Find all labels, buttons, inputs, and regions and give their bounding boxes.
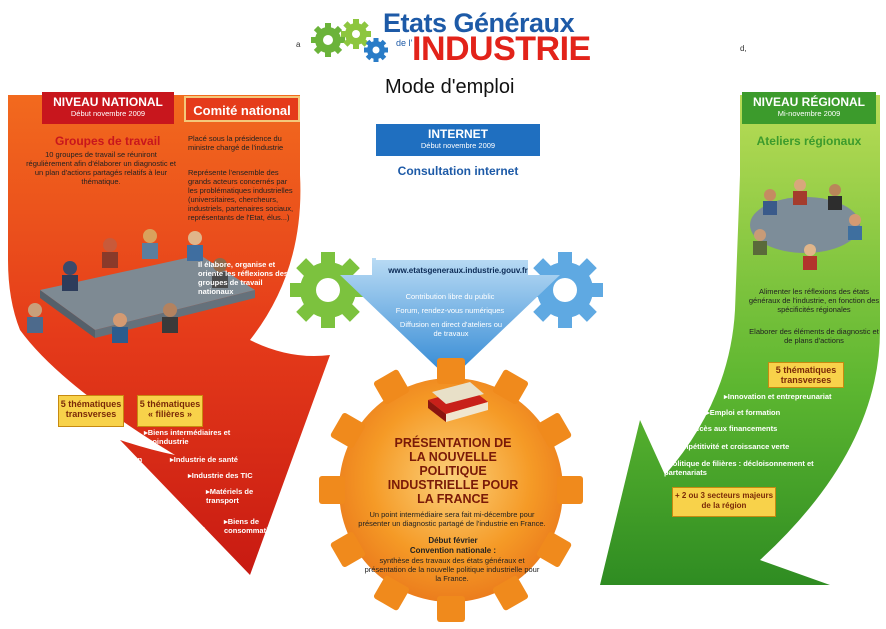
transverse-item-1: Innovation et entrepreunariat bbox=[52, 428, 132, 446]
regional-text1: Alimenter les réflexions des états génér… bbox=[748, 287, 880, 314]
filieres-item-4: Matériels de transport bbox=[206, 487, 266, 505]
center-text1: Un point intermédiaire sera fait mi-déce… bbox=[358, 510, 546, 528]
regional-item-3: Accès aux financements bbox=[686, 424, 806, 433]
filieres-item-1: Biens intermédiaires et écoindustrie bbox=[144, 428, 236, 446]
regional-banner-date: Mi-novembre 2009 bbox=[777, 109, 841, 118]
center-title: PRÉSENTATION DE LA NOUVELLE POLITIQUE IN… bbox=[387, 436, 519, 506]
books-icon bbox=[428, 382, 488, 422]
logo-title-line1: Etats Généraux bbox=[383, 8, 575, 38]
regional-text2: Elaborer des éléments de diagnostic et d… bbox=[749, 327, 879, 345]
groups-text: 10 groupes de travail se réuniront régul… bbox=[26, 150, 176, 186]
internet-arrow bbox=[340, 258, 560, 380]
national-banner-title: NIVEAU NATIONAL bbox=[53, 95, 163, 109]
internet-item-1: Contribution libre du public bbox=[405, 292, 495, 301]
transverse-item-2: Emploi et formation bbox=[68, 455, 158, 464]
filieres-item-3: Industrie des TIC bbox=[188, 471, 278, 480]
regional-item-2: Emploi et formation bbox=[706, 408, 826, 417]
internet-item-2: Forum, rendez-vous numériques bbox=[395, 306, 505, 315]
filieres-box: 5 thématiques « filières » bbox=[137, 395, 203, 427]
regional-banner-title: NIVEAU RÉGIONAL bbox=[752, 95, 865, 109]
center-gear bbox=[319, 358, 583, 622]
regional-themes-box: 5 thématiques transverses bbox=[768, 362, 844, 388]
stray-mark-right: d, bbox=[740, 44, 747, 53]
filieres-title: 5 thématiques « filières » bbox=[139, 399, 201, 419]
gear-icon bbox=[341, 19, 371, 49]
committee-text2: Représente l'ensemble des grands acteurs… bbox=[188, 168, 294, 222]
transverse-title: 5 thématiques transverses bbox=[60, 399, 122, 419]
ateliers-title: Ateliers régionaux bbox=[756, 134, 862, 148]
regional-themes-title: 5 thématiques transverses bbox=[775, 365, 837, 385]
committee-text3: Il élabore, organise et oriente les réfl… bbox=[198, 260, 289, 296]
national-banner-date: Début novembre 2009 bbox=[70, 109, 146, 118]
regional-banner: NIVEAU RÉGIONAL Mi-novembre 2009 bbox=[742, 92, 876, 124]
transverse-item-4: Compétitivité et croissance verte bbox=[100, 495, 186, 513]
center-convention-title: Convention nationale : bbox=[409, 546, 497, 555]
filieres-item-5: Biens de consommation bbox=[224, 517, 284, 535]
internet-banner: INTERNET Début novembre 2009 bbox=[376, 124, 540, 156]
transverse-item-3: Accès aux financements bbox=[82, 470, 152, 488]
national-banner: NIVEAU NATIONAL Début novembre 2009 bbox=[42, 92, 174, 124]
regional-item-1: Innovation et entrepreunariat bbox=[724, 392, 874, 401]
logo-gears bbox=[311, 19, 388, 62]
consult-title: Consultation internet bbox=[397, 164, 519, 178]
internet-banner-date: Début novembre 2009 bbox=[420, 141, 496, 150]
filieres-item-2: Industrie de santé bbox=[170, 455, 260, 464]
gear-left bbox=[290, 252, 366, 328]
logo-title-line2: INDUSTRIE bbox=[412, 30, 591, 68]
meeting-table-icon bbox=[27, 229, 255, 343]
internet-url[interactable]: www.etatsgeneraux.industrie.gouv.fr bbox=[388, 266, 528, 275]
regional-item-5: Politique de filières : décloisonnement … bbox=[664, 459, 814, 477]
gear-icon bbox=[364, 38, 388, 62]
logo-title-small: de l' bbox=[396, 38, 413, 48]
regional-extra: + 2 ou 3 secteurs majeurs de la région bbox=[674, 491, 774, 510]
internet-banner-title: INTERNET bbox=[428, 127, 488, 141]
regional-meeting-icon bbox=[750, 179, 862, 270]
gear-icon bbox=[311, 23, 345, 57]
regional-item-4: Compétitivité et croissance verte bbox=[668, 442, 818, 451]
committee-text: Placé sous la présidence du ministre cha… bbox=[188, 134, 284, 152]
logo-subtitle: Mode d'emploi bbox=[385, 76, 515, 98]
internet-item-3: Diffusion en direct d'ateliers ou de tra… bbox=[399, 320, 503, 338]
center-convention-text: synthèse des travaux des états généraux … bbox=[364, 556, 540, 583]
internet-panel: Consultation internet bbox=[376, 156, 540, 260]
committee-banner: Comité national bbox=[184, 96, 300, 122]
transverse-box: 5 thématiques transverses bbox=[58, 395, 124, 427]
stray-mark-left: a bbox=[296, 40, 301, 49]
groups-title: Groupes de travail bbox=[55, 134, 161, 148]
center-date: Début février bbox=[428, 536, 478, 545]
regional-extra-box: + 2 ou 3 secteurs majeurs de la région bbox=[672, 487, 776, 517]
transverse-item-5: Politique de filières : décloisonnement … bbox=[128, 524, 218, 551]
